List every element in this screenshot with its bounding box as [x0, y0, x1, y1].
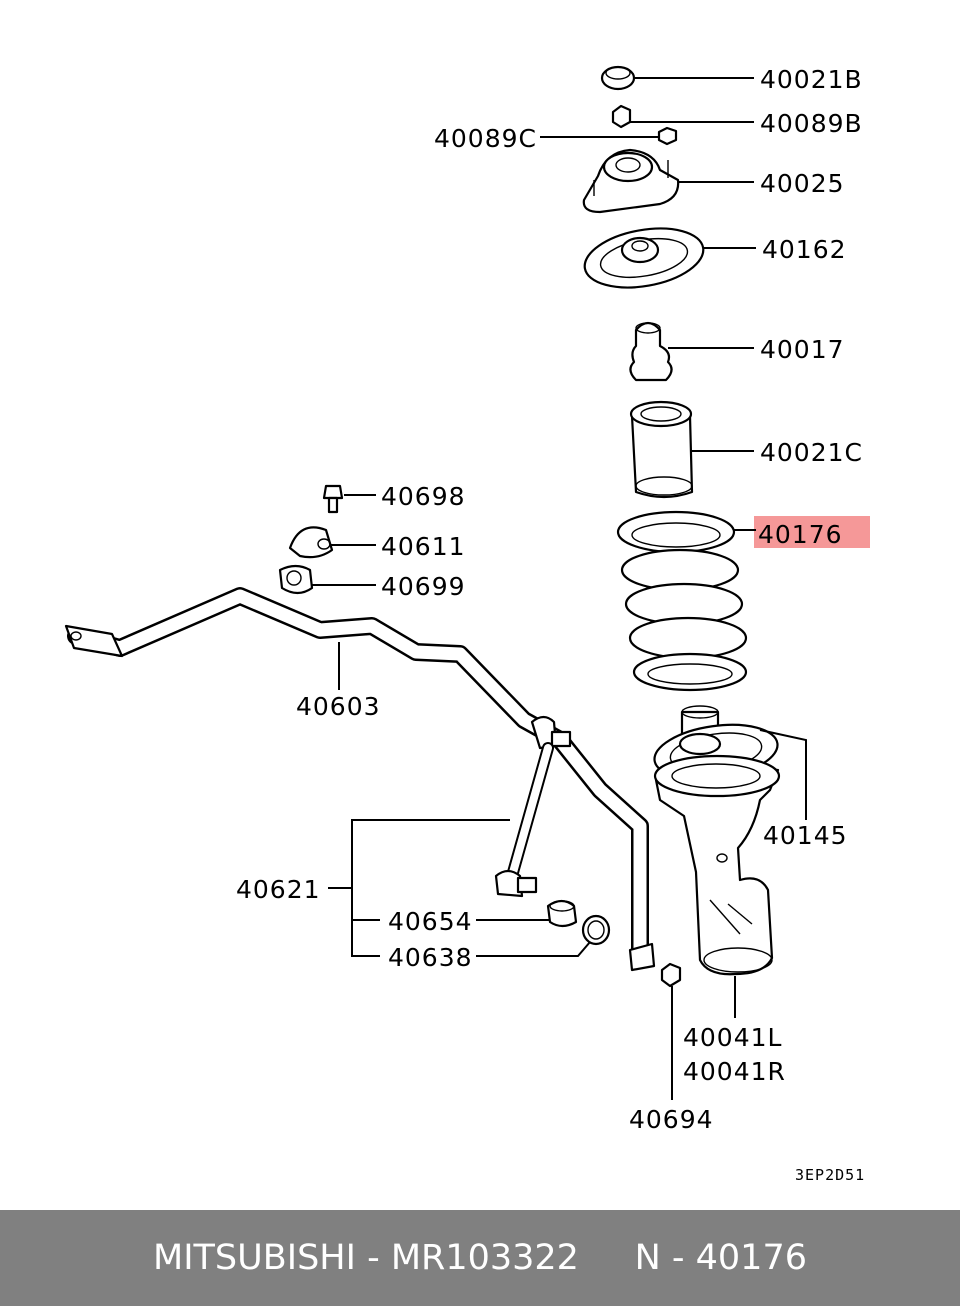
label-40654: 40654 — [388, 907, 473, 936]
stabilizer-bar-40603 — [64, 587, 656, 972]
parts-diagram: 40021B 40089B 40089C 40025 40162 40017 — [64, 65, 870, 1184]
spring-seat-40162 — [583, 227, 705, 289]
label-40041l: 40041L — [683, 1023, 782, 1052]
label-40089c: 40089C — [434, 124, 537, 153]
bump-stop-40017 — [629, 321, 673, 382]
label-40638: 40638 — [388, 943, 473, 972]
bushing-40699 — [278, 564, 314, 595]
nut-40089b — [611, 104, 632, 129]
label-40176: 40176 — [758, 520, 843, 549]
label-40162: 40162 — [762, 235, 847, 264]
label-40021c: 40021C — [760, 438, 863, 467]
label-40611: 40611 — [381, 532, 466, 561]
nut-40694 — [660, 962, 682, 988]
footer-bar: MITSUBISHI - MR103322 N - 40176 — [0, 1210, 960, 1306]
label-40041r: 40041R — [683, 1057, 786, 1086]
coil-spring-40176 — [616, 510, 748, 692]
footer-text: MITSUBISHI - MR103322 N - 40176 — [153, 1238, 807, 1278]
stabilizer-link-40621 — [494, 715, 572, 898]
label-40699: 40699 — [381, 572, 466, 601]
highlight-box-40176 — [754, 516, 870, 548]
label-40698: 40698 — [381, 482, 466, 511]
label-40025: 40025 — [760, 169, 845, 198]
label-40145: 40145 — [763, 821, 848, 850]
label-40694: 40694 — [629, 1105, 714, 1134]
label-40621: 40621 — [236, 875, 321, 904]
label-40021b: 40021B — [760, 65, 863, 94]
strut-40041 — [653, 754, 781, 976]
label-40089b: 40089B — [760, 109, 863, 138]
bracket-40611 — [288, 526, 334, 559]
label-40017: 40017 — [760, 335, 845, 364]
washer-40638 — [581, 914, 611, 946]
dust-boot-40021c — [629, 400, 694, 499]
upper-mount-40025 — [582, 148, 680, 214]
bushing-40654 — [546, 899, 578, 928]
nut-40089c — [657, 126, 678, 146]
diagram-code: 3EP2D51 — [795, 1166, 865, 1184]
cap-40021b — [600, 65, 636, 91]
bolt-40698 — [322, 484, 344, 514]
label-40603: 40603 — [296, 692, 381, 721]
